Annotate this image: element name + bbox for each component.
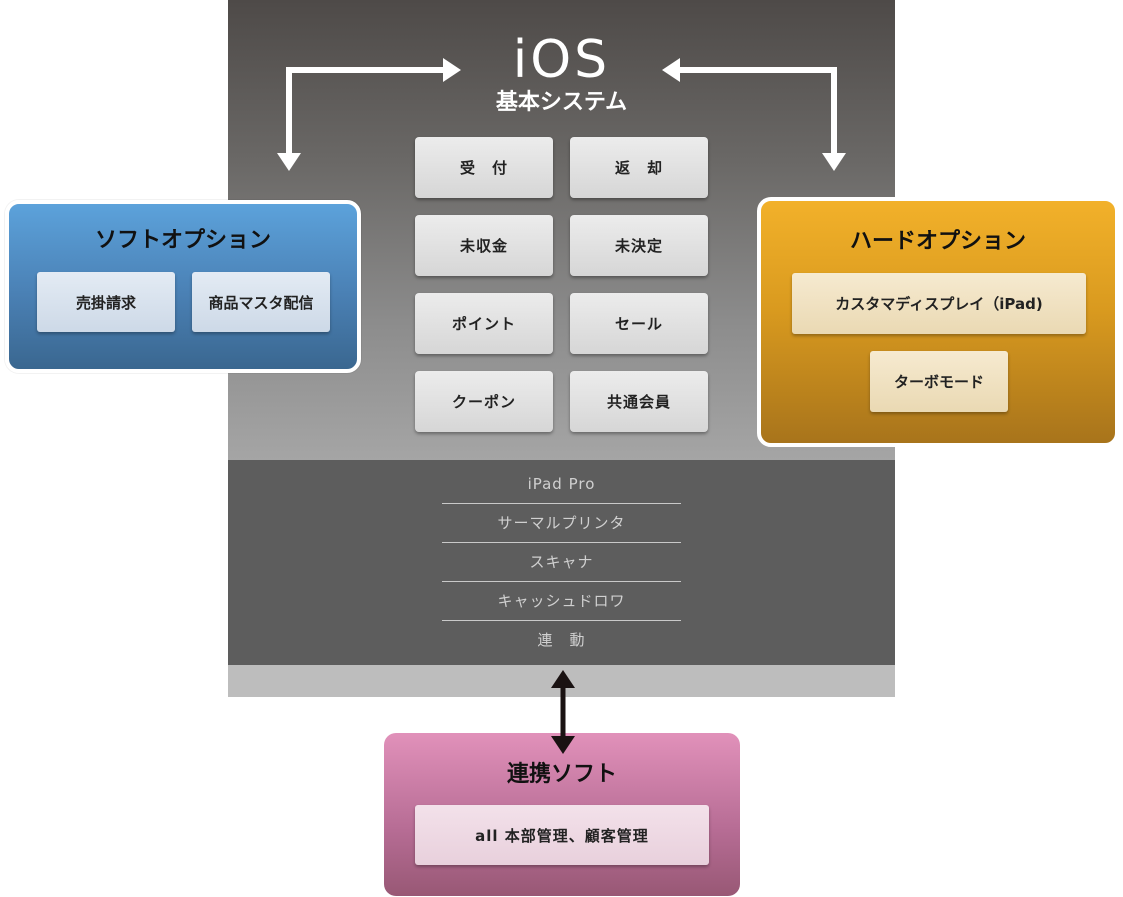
right-connector-arrow (662, 58, 846, 171)
hardware-item-scanner: スキャナ (529, 553, 594, 571)
function-undecided-button[interactable]: 未決定 (570, 215, 708, 276)
hard-option-customer-display-button[interactable]: カスタマディスプレイ（iPad) (792, 273, 1086, 334)
hard-option-title: ハードオプション (849, 229, 1026, 254)
hardware-divider (442, 581, 681, 582)
linked-software-title: 連携ソフト (506, 762, 617, 787)
hardware-divider (442, 542, 681, 543)
function-receivable-button[interactable]: 未収金 (415, 215, 553, 276)
hard-option-turbo-mode-button[interactable]: ターボモード (870, 351, 1008, 412)
function-points-button[interactable]: ポイント (415, 293, 553, 354)
hardware-item-cash-drawer: キャッシュドロワ (497, 592, 626, 610)
function-coupon-button[interactable]: クーポン (415, 371, 553, 432)
core-subtitle: 基本システム (495, 90, 628, 115)
function-sale-button[interactable]: セール (570, 293, 708, 354)
soft-option-accounts-receivable-button[interactable]: 売掛請求 (37, 272, 175, 332)
left-connector-arrow (277, 58, 461, 171)
linked-software-panel: 連携ソフト all 本部管理、顧客管理 (384, 733, 740, 896)
soft-option-title: ソフトオプション (94, 228, 271, 253)
linked-software-management-button[interactable]: all 本部管理、顧客管理 (415, 805, 709, 865)
hardware-divider (442, 620, 681, 621)
function-reception-button[interactable]: 受 付 (415, 137, 553, 198)
hardware-item-linkage: 連 動 (537, 631, 586, 649)
hard-option-panel: ハードオプション カスタマディスプレイ（iPad) ターボモード (757, 197, 1119, 447)
function-shared-member-button[interactable]: 共通会員 (570, 371, 708, 432)
linked-software-double-arrow (551, 670, 575, 754)
function-return-button[interactable]: 返 却 (570, 137, 708, 198)
soft-option-product-master-button[interactable]: 商品マスタ配信 (192, 272, 330, 332)
hardware-item-ipad-pro: iPad Pro (527, 475, 596, 493)
hardware-item-thermal-printer: サーマルプリンタ (497, 514, 626, 532)
hardware-panel: iPad Pro サーマルプリンタ スキャナ キャッシュドロワ 連 動 (228, 460, 895, 665)
core-title: iOS (512, 30, 611, 90)
hardware-divider (442, 503, 681, 504)
soft-option-panel: ソフトオプション 売掛請求 商品マスタ配信 (5, 200, 361, 373)
